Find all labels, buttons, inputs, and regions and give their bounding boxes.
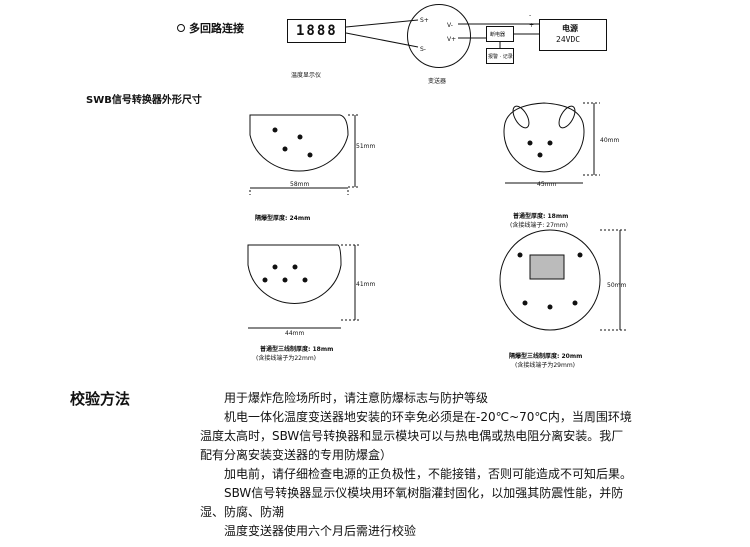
wiring-section-title: 多回路连接 xyxy=(189,22,244,35)
fig4-outline xyxy=(499,229,601,331)
fig2-caption-line2: (含接线端子: 27mm) xyxy=(510,222,568,229)
display-digits: 1888 xyxy=(296,23,338,39)
calibration-line: 用于爆炸危险场所时，请注意防爆标志与防护等级 xyxy=(224,391,489,405)
fig3-height: 41mm xyxy=(356,281,376,288)
relay-box: 断电器 xyxy=(486,26,514,42)
fig2-height: 40mm xyxy=(600,137,620,144)
transmitter-circle xyxy=(407,4,471,68)
transmitter-label: 变送器 xyxy=(428,78,447,85)
bullet-circle-icon xyxy=(177,24,185,32)
calibration-title: 校验方法 xyxy=(70,390,131,408)
fig4-caption-line2: (含接线端子为29mm) xyxy=(515,362,576,369)
fig3-caption-line2: (含接线端子为22mm) xyxy=(256,355,317,362)
fig3-caption-line1: 普通型三线制厚度: 18mm xyxy=(260,346,334,353)
calibration-text: 用于爆炸危险场所时，请注意防爆标志与防护等级 机电一体化温度变送器地安装的环幸免… xyxy=(200,389,700,541)
calibration-line: 配有分离安装变送器的专用防爆盒） xyxy=(200,448,393,462)
dimension-drawings xyxy=(247,102,626,331)
power-minus-sign: - xyxy=(529,12,532,19)
fig3-width: 44mm xyxy=(285,330,305,337)
fig4-height: 50mm xyxy=(607,282,627,289)
fig4-caption-line1: 隔爆型三线制厚度: 20mm xyxy=(509,353,583,360)
fig1-width: 58mm xyxy=(290,181,310,188)
dimensions-section-title: SWB信号转换器外形尺寸 xyxy=(86,95,202,106)
power-plus-sign: + xyxy=(529,22,535,29)
terminal-s-plus: S+ xyxy=(420,17,429,24)
fig1-outline xyxy=(249,114,349,172)
calibration-line: 湿、防腐、防潮 xyxy=(200,505,285,519)
calibration-line: 温度太高时，SBW信号转换器和显示模块可以与热电偶或热电阻分离安装。我厂 xyxy=(200,429,624,443)
calibration-line: SBW信号转换器显示仪模块用环氧树脂灌封固化，以加强其防震性能，并防 xyxy=(224,486,624,500)
power-supply-box: 电源 24VDC xyxy=(539,19,607,51)
fig2-caption-line1: 普通型厚度: 18mm xyxy=(513,213,569,220)
fig2-outline xyxy=(503,102,585,173)
fig1-height: 51mm xyxy=(356,143,376,150)
fig1-caption: 隔爆型厚度: 24mm xyxy=(255,215,311,222)
relay-label: 断电器 xyxy=(490,32,506,38)
alarm-record-box: 报警 · 记录 xyxy=(486,48,514,64)
calibration-line: 加电前，请仔细检查电源的正负极性，不能接错，否则可能造成不可知后果。 xyxy=(224,467,633,481)
power-label: 电源 xyxy=(562,24,578,33)
calibration-line: 温度变送器使用六个月后需进行校验 xyxy=(224,524,417,538)
wiring-lines xyxy=(345,19,539,48)
terminal-v-plus: V+ xyxy=(447,36,457,43)
calibration-line: 机电一体化温度变送器地安装的环幸免必须是在-20℃~70℃内，当周围环境 xyxy=(224,410,632,424)
terminal-s-minus: S- xyxy=(420,46,426,53)
alarm-record-label: 报警 · 记录 xyxy=(488,54,513,60)
power-voltage: 24VDC xyxy=(556,35,581,44)
display-label: 温度显示仪 xyxy=(291,72,322,79)
fig2-width: 45mm xyxy=(537,181,557,188)
fig3-outline xyxy=(247,244,342,304)
temperature-display-box: 1888 xyxy=(287,19,346,43)
wiring-diagram: 多回路连接 1888 温度显示仪 S+ V- V+ S- 变送器 断电器 报警 … xyxy=(0,0,750,90)
terminal-v-minus: V- xyxy=(447,22,453,29)
